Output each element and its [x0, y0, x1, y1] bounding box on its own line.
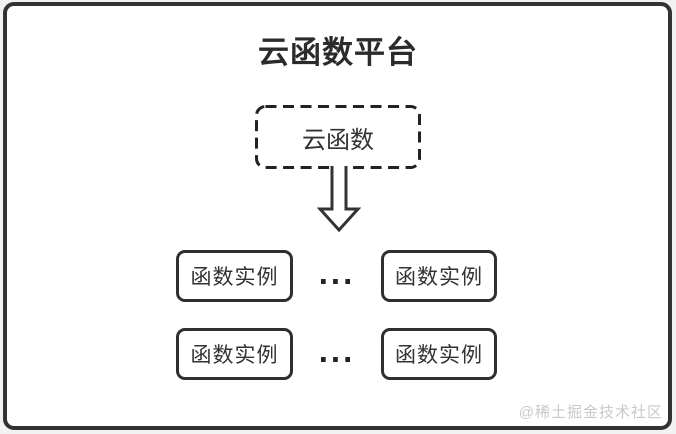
cloud-function-label: 云函数	[302, 126, 374, 154]
ellipsis-row-1: ...	[293, 250, 381, 302]
ellipsis-dots: ...	[318, 253, 356, 291]
down-arrow-icon	[317, 166, 361, 232]
function-instance-node: 函数实例	[381, 250, 497, 302]
function-instance-label: 函数实例	[395, 344, 483, 367]
function-instance-label: 函数实例	[395, 266, 483, 289]
ellipsis-row-2: ...	[293, 328, 381, 380]
function-instance-label: 函数实例	[190, 344, 279, 367]
function-instance-node: 函数实例	[176, 250, 293, 302]
ellipsis-dots: ...	[318, 331, 356, 369]
function-instance-node: 函数实例	[381, 328, 497, 380]
function-instance-label: 函数实例	[190, 266, 279, 289]
cloud-function-node: 云函数	[255, 105, 421, 169]
diagram-title: 云函数平台	[258, 35, 418, 70]
watermark: @稀土掘金技术社区	[518, 404, 663, 421]
function-instance-node: 函数实例	[176, 328, 293, 380]
